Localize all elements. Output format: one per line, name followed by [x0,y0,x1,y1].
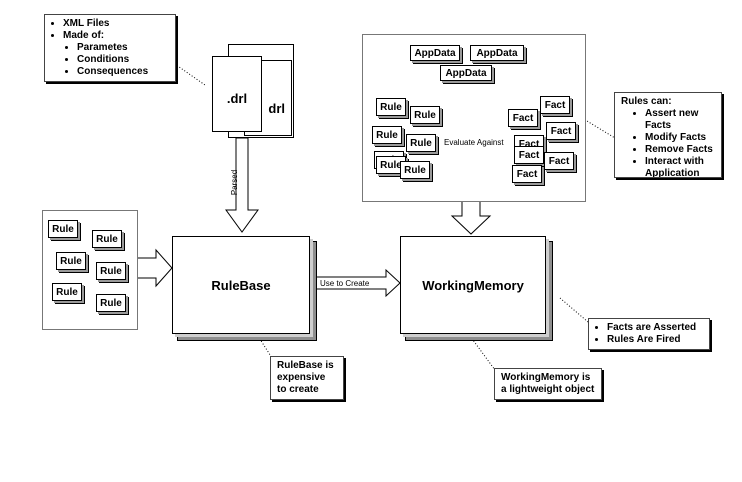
rule-chip: Rule [92,230,122,248]
rule-chip: Rule [410,106,440,124]
rulebase-note: RuleBase is expensive to create [270,356,344,400]
panel-to-wm-arrow [450,199,492,235]
rules-can-item: Assert new Facts [645,108,715,132]
facts-note-item: Rules Are Fired [607,334,703,346]
parsed-arrow [225,137,259,233]
use-to-create-label: Use to Create [320,279,370,288]
fact-chip: Fact [544,152,574,170]
facts-note: Facts are Asserted Rules Are Fired [588,318,710,350]
rule-chip: Rule [56,252,86,270]
rule-chip: Rule [400,161,430,179]
workingmemory-note: WorkingMemory is a lightweight object [494,368,602,400]
rules-to-rulebase-arrow [135,248,173,288]
note-connector-facts [559,297,589,323]
evaluate-against-label: Evaluate Against [444,138,504,147]
fact-chip: Fact [546,122,576,140]
fact-chip: Fact [508,109,538,127]
rule-chip: Rule [96,294,126,312]
rules-can-item: Interact with Application Data [645,156,715,177]
note-connector-rules-can [581,117,616,139]
note-item: XML Files [63,18,169,30]
note-item-text: Made of: [63,30,105,41]
note-connector-wm [469,335,496,371]
rule-chip: Rule [52,283,82,301]
workingmemory-box: WorkingMemory [400,236,546,334]
facts-note-item: Facts are Asserted [607,322,703,334]
drl-file-label: .drl [226,91,248,106]
working-panel [362,34,586,202]
rule-chip: Rule [376,98,406,116]
fact-chip: Fact [512,165,542,183]
rule-chip: Rule [406,134,436,152]
xml-files-note: XML Files Made of: Parametes Conditions … [44,14,176,82]
note-item: Made of: Parametes Conditions Consequenc… [63,30,169,78]
appdata-chip: AppData [410,45,460,61]
rules-can-item: Remove Facts [645,144,715,156]
parsed-label: Parsed [230,169,240,196]
rules-can-note: Rules can: Assert new Facts Modify Facts… [614,92,722,178]
note-connector-xml [171,61,206,86]
rules-can-title: Rules can: [621,96,672,107]
rulebase-box: RuleBase [172,236,310,334]
fact-chip: Fact [514,146,544,164]
drl-file-1: .drl [212,56,262,132]
note-connector-rulebase [257,335,273,359]
rule-chip: Rule [96,262,126,280]
appdata-chip: AppData [470,45,524,61]
note-subitem: Parametes [77,42,169,54]
fact-chip: Fact [540,96,570,114]
note-subitem: Conditions [77,54,169,66]
rule-chip: Rule [48,220,78,238]
rules-can-item: Modify Facts [645,132,715,144]
drl-file-label: drl [268,101,285,116]
appdata-chip: AppData [440,65,492,81]
rule-chip: Rule [372,126,402,144]
note-subitem: Consequences [77,66,169,78]
use-to-create-arrow [311,268,401,298]
